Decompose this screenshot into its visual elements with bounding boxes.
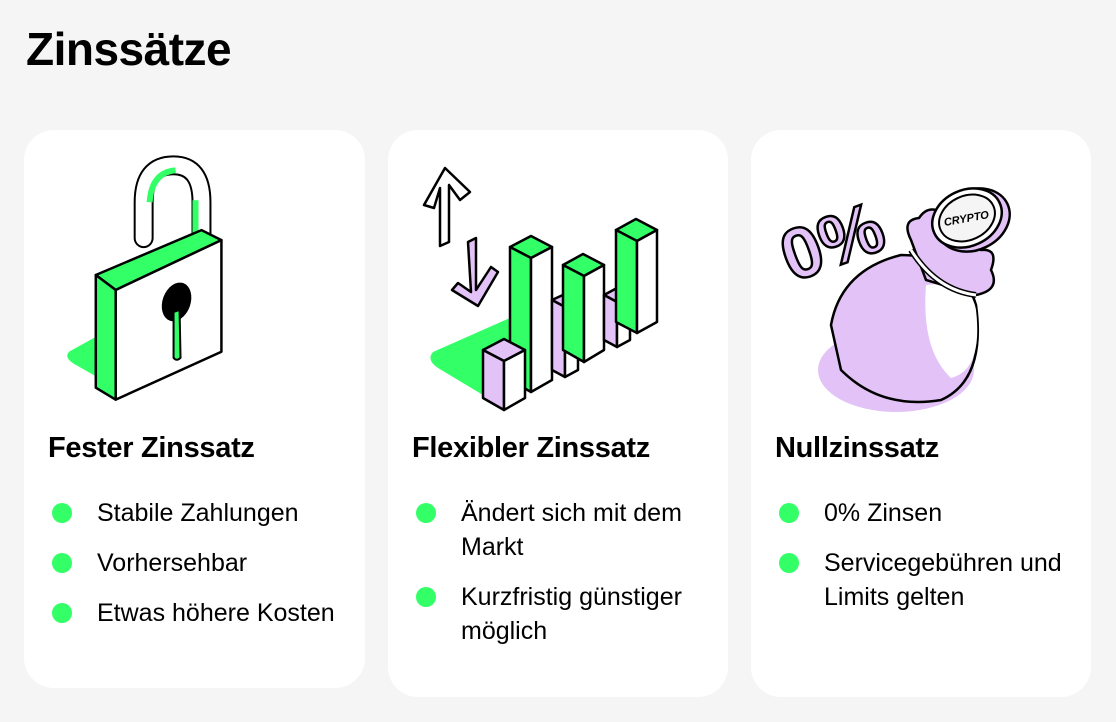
list-item: Vorhersehbar (52, 546, 352, 580)
card-fixed-rate: Fester Zinssatz Stabile Zahlungen Vorher… (24, 130, 365, 688)
page-title: Zinssätze (26, 23, 232, 75)
card-title: Fester Zinssatz (48, 432, 255, 464)
bullet-dot-icon (52, 503, 72, 523)
list-item: 0% Zinsen (779, 496, 1079, 530)
card-title: Flexibler Zinssatz (412, 432, 650, 464)
bullet-list: Ändert sich mit dem Markt Kurzfristig gü… (416, 496, 716, 664)
bar-chart-arrows-icon (422, 166, 659, 412)
card-zero-rate: CRYPTO 0% Nullzinssatz 0% Zinsen Service… (751, 130, 1091, 697)
list-item: Ändert sich mit dem Markt (416, 496, 716, 564)
bullet-dot-icon (52, 553, 72, 573)
card-flexible-rate: Flexibler Zinssatz Ändert sich mit dem M… (388, 130, 728, 697)
bullet-dot-icon (416, 503, 436, 523)
list-item: Servicegebühren und Limits gelten (779, 546, 1079, 614)
list-item: Etwas höhere Kosten (52, 596, 352, 630)
bullet-list: 0% Zinsen Servicegebühren und Limits gel… (779, 496, 1079, 630)
bullet-dot-icon (52, 603, 72, 623)
bullet-dot-icon (416, 587, 436, 607)
card-title: Nullzinssatz (775, 432, 939, 464)
money-bag-zero-percent-icon: CRYPTO 0% (769, 186, 1011, 412)
svg-text:0%: 0% (770, 187, 895, 298)
padlock-icon (67, 155, 223, 401)
bullet-list: Stabile Zahlungen Vorhersehbar Etwas höh… (52, 496, 352, 646)
bullet-dot-icon (779, 503, 799, 523)
list-item: Kurzfristig günstiger möglich (416, 580, 716, 648)
list-item: Stabile Zahlungen (52, 496, 352, 530)
bullet-dot-icon (779, 553, 799, 573)
